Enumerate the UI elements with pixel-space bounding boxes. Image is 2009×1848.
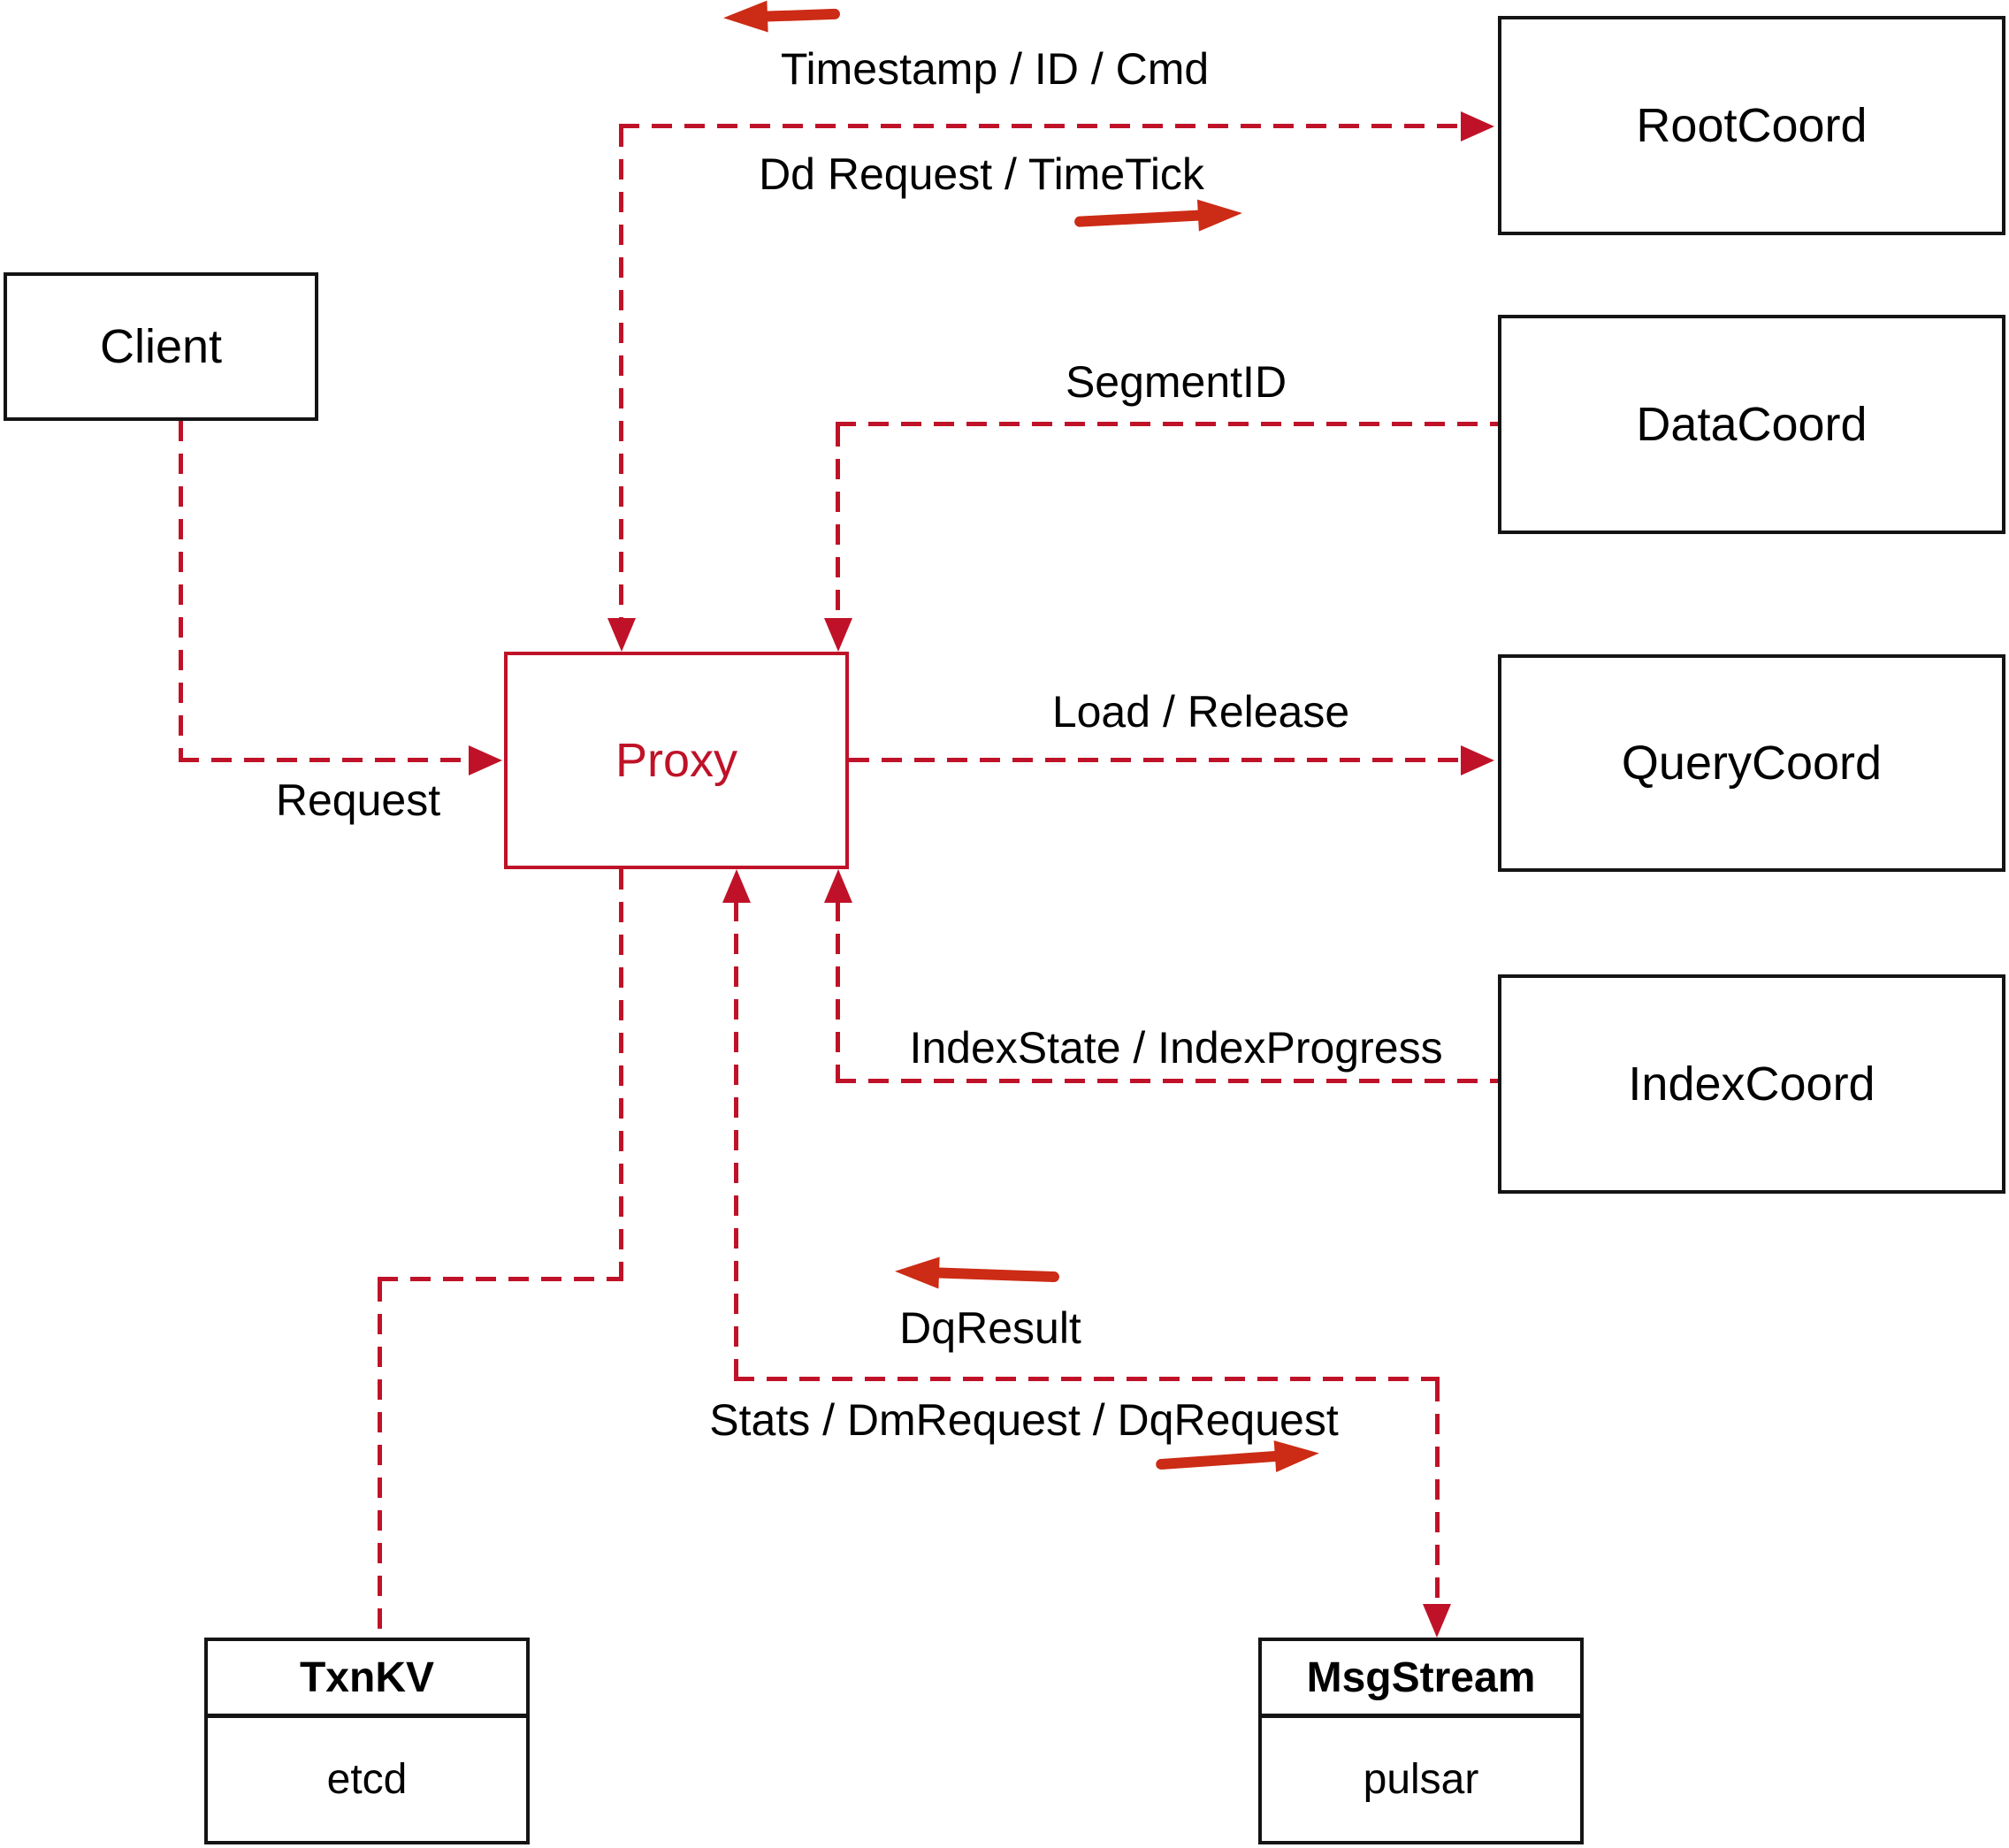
edge-datacoord-proxy-horizontal	[836, 422, 1498, 426]
arrowhead-into-proxy-bottom-middle	[722, 869, 751, 903]
edge-proxy-txnkv-vertical-1	[619, 869, 623, 1279]
node-msgstream: MsgStream pulsar	[1258, 1638, 1584, 1844]
node-datacoord: DataCoord	[1498, 315, 2005, 534]
node-indexcoord: IndexCoord	[1498, 974, 2005, 1194]
arrow-shaft	[1155, 1450, 1281, 1470]
arrow-shaft	[761, 8, 841, 22]
node-msgstream-body: pulsar	[1363, 1756, 1479, 1803]
arrow-head	[1196, 197, 1243, 232]
node-txnkv: TxnKV etcd	[204, 1638, 530, 1844]
node-client-label: Client	[99, 320, 223, 373]
edge-datacoord-proxy-vertical	[836, 426, 840, 618]
arrow-head	[722, 0, 768, 34]
edge-proxy-msgstream-vertical-1	[734, 901, 738, 1379]
edge-label-dqresult: DqResult	[899, 1303, 1081, 1353]
arrowhead-into-msgstream	[1423, 1604, 1451, 1638]
edge-proxy-msgstream-horizontal	[734, 1377, 1440, 1381]
node-msgstream-title: MsgStream	[1262, 1641, 1580, 1718]
edge-label-request: Request	[275, 775, 441, 825]
edge-proxy-rootcoord-horizontal	[619, 124, 1461, 128]
node-proxy-label: Proxy	[615, 734, 738, 787]
edge-label-indexstate-progress: IndexState / IndexProgress	[909, 1023, 1443, 1073]
node-proxy: Proxy	[504, 652, 849, 869]
arrowhead-into-proxy-bottom-right	[824, 869, 852, 903]
arrowhead-into-proxy-top-left	[607, 618, 636, 652]
edge-label-segment-id: SegmentID	[1065, 357, 1287, 407]
arrowhead-into-proxy-left	[469, 745, 502, 775]
node-txnkv-body: etcd	[326, 1756, 408, 1803]
edge-proxy-txnkv-horizontal	[378, 1277, 623, 1281]
node-txnkv-title: TxnKV	[208, 1641, 526, 1718]
edge-label-timestamp-id-cmd: Timestamp / ID / Cmd	[780, 44, 1210, 94]
edge-indexcoord-proxy-vertical	[836, 901, 840, 1079]
edge-proxy-rootcoord-vertical	[619, 126, 623, 618]
thick-arrow-left-icon	[722, 0, 841, 34]
node-rootcoord-label: RootCoord	[1636, 99, 1868, 152]
arrowhead-into-querycoord	[1461, 745, 1494, 775]
edge-proxy-querycoord-horizontal	[849, 758, 1461, 762]
edge-proxy-msgstream-vertical-2	[1435, 1381, 1440, 1604]
edge-client-proxy-horizontal	[179, 758, 469, 762]
arrow-shaft	[933, 1267, 1060, 1283]
edge-label-stats-dm-dq-request: Stats / DmRequest / DqRequest	[709, 1395, 1339, 1445]
edge-proxy-txnkv-vertical-2	[378, 1281, 382, 1638]
arrowhead-into-rootcoord	[1461, 111, 1494, 141]
node-client: Client	[4, 272, 318, 421]
edge-indexcoord-proxy-horizontal	[836, 1079, 1498, 1083]
edge-label-dd-request-timetick: Dd Request / TimeTick	[759, 149, 1204, 199]
edge-client-proxy-vertical	[179, 421, 183, 760]
node-querycoord-label: QueryCoord	[1621, 737, 1883, 790]
node-indexcoord-label: IndexCoord	[1628, 1058, 1875, 1111]
node-rootcoord: RootCoord	[1498, 16, 2005, 235]
arrow-head	[894, 1255, 940, 1289]
edge-label-load-release: Load / Release	[1051, 687, 1350, 737]
thick-arrow-left-icon	[894, 1255, 1060, 1293]
node-querycoord: QueryCoord	[1498, 654, 2005, 872]
arrow-shaft	[1073, 210, 1204, 227]
arrowhead-into-proxy-top-right	[824, 618, 852, 652]
thick-arrow-right-icon	[1073, 197, 1243, 238]
node-datacoord-label: DataCoord	[1636, 398, 1868, 451]
